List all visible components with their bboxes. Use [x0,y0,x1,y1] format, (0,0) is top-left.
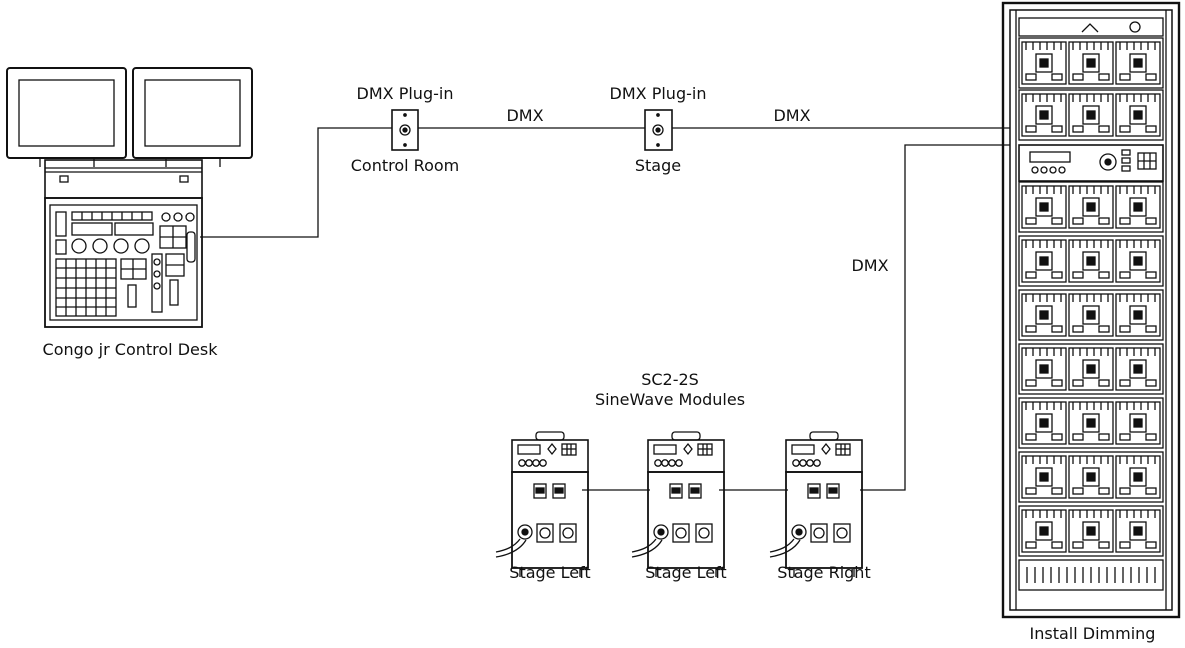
dimming-rack [1001,1,1181,619]
dimmer-module [1068,239,1114,283]
rack-module-row [1018,37,1164,89]
dimmer-module [1068,347,1114,391]
dmx-cable-rack-to-modules [860,144,1010,491]
keypad-grid [55,258,117,317]
dimmer-module [1068,509,1114,553]
plugin-stage-title: DMX Plug-in [609,84,707,103]
monitor-left [6,67,127,167]
rack-vent [1018,559,1164,591]
dimmer-module [1115,41,1161,85]
dimmer-module [1021,41,1067,85]
sinewave-module-stage-left-1 [495,431,589,578]
dmx-label-1: DMX [506,106,544,125]
plugin-control-room-location: Control Room [350,156,460,175]
dmx-label-3: DMX [851,256,889,275]
control-desk [6,67,253,328]
rack-module-row [1018,397,1164,449]
dimmer-module [1021,293,1067,337]
rack-module-row [1018,289,1164,341]
dimmer-module [1115,293,1161,337]
dimmer-module [1068,41,1114,85]
dimmer-module [1021,347,1067,391]
dimmer-module [1021,455,1067,499]
rack-module-row [1018,235,1164,287]
sinewave-module-stage-right [769,431,863,578]
dimmer-module [1021,509,1067,553]
dimming-rack-label: Install Dimming [1029,624,1156,643]
dmx-label-2: DMX [773,106,811,125]
dimmer-module [1021,93,1067,137]
dmx-cable-desk-to-plugin [200,127,392,238]
rack-control-module [1018,144,1164,182]
dimmer-module [1068,185,1114,229]
dimmer-module [1068,293,1114,337]
module-label-1: Stage Left [509,563,591,582]
rack-module-row [1018,181,1164,233]
rack-module-row [1018,451,1164,503]
dimmer-module [1068,93,1114,137]
rack-module-row [1018,343,1164,395]
rack-module-row [1018,89,1164,141]
dimmer-module [1068,401,1114,445]
dimmer-module [1115,401,1161,445]
sinewave-module-stage-left-2 [631,431,725,578]
monitor-right [132,67,253,167]
dimmer-module [1115,93,1161,137]
control-desk-label: Congo jr Control Desk [42,340,218,359]
rack-module-row [1018,505,1164,557]
dimmer-module [1021,401,1067,445]
dimmer-module [1115,239,1161,283]
module-label-3: Stage Right [777,563,871,582]
rack-dimmer-modules [1018,37,1164,557]
dmx-plugin-stage [644,109,673,151]
modules-title-line2: SineWave Modules [594,390,746,409]
dimmer-module [1115,509,1161,553]
dimmer-module [1115,347,1161,391]
dimmer-module [1115,185,1161,229]
dimmer-module [1115,455,1161,499]
plugin-control-room-title: DMX Plug-in [356,84,454,103]
modules-title-line1: SC2-2S [641,370,699,389]
dimmer-module [1021,239,1067,283]
plugin-stage-location: Stage [634,156,682,175]
dimmer-module [1021,185,1067,229]
module-label-2: Stage Left [645,563,727,582]
dimmer-module [1068,455,1114,499]
dmx-plugin-control-room [391,109,419,151]
